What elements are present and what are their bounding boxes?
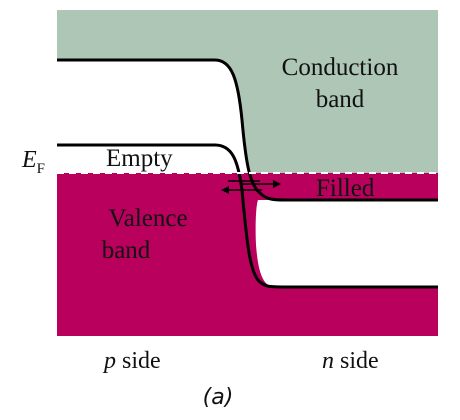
empty-label: Empty [106, 145, 173, 172]
valence-band-label-line2: band [102, 237, 151, 264]
p-side-label: p side [102, 348, 161, 374]
valence-band-edge [57, 143, 438, 289]
n-side-label: n side [322, 348, 379, 374]
fermi-energy-label: EF [21, 147, 45, 177]
band-gap-region-n [255, 200, 438, 287]
conduction-band-label-line1: Conduction [282, 54, 399, 81]
figure-caption: (a) [203, 385, 234, 410]
conduction-band-edge [57, 58, 438, 202]
valence-band-label-line1: Valence [108, 205, 187, 232]
conduction-band-label-line2: band [316, 86, 365, 113]
filled-label: Filled [316, 175, 375, 202]
